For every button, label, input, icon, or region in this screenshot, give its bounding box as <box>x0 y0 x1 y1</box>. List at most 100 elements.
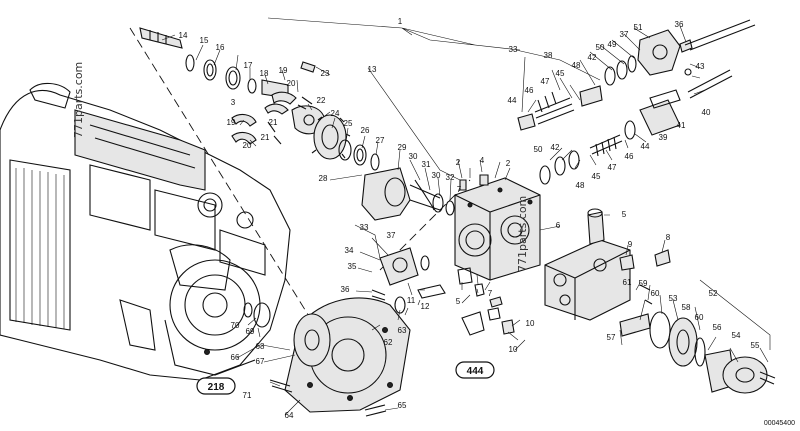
part-label-42: 42 <box>588 53 597 62</box>
part-label-32: 32 <box>446 173 455 182</box>
part-label-9: 9 <box>628 240 633 249</box>
part-label-8: 8 <box>666 233 671 242</box>
part-label-36-2: 36 <box>341 285 350 294</box>
part-label-4: 4 <box>480 156 485 165</box>
part-label-12: 12 <box>421 302 430 311</box>
radiator-fins <box>9 159 71 331</box>
part-label-18: 18 <box>260 69 269 78</box>
part-label-20-2: 20 <box>243 141 252 150</box>
part-label-65: 65 <box>398 401 407 410</box>
part-label-33-2: 33 <box>360 223 369 232</box>
part-label-31: 31 <box>422 160 431 169</box>
part-label-44-2: 44 <box>641 142 650 151</box>
part-label-48-2: 48 <box>576 181 585 190</box>
drawing-number: 00045400 <box>764 420 795 427</box>
part-label-41: 41 <box>677 121 686 130</box>
part-label-20: 20 <box>287 79 296 88</box>
valve-spool-group <box>517 19 756 185</box>
valve-block <box>544 208 671 321</box>
leader-lines <box>161 17 771 416</box>
part-label-66: 66 <box>231 353 240 362</box>
watermark-center: 771parts.com <box>516 196 529 272</box>
part-label-50-2: 50 <box>534 145 543 154</box>
assembly-axis-line <box>129 27 331 351</box>
part-label-7-2: 7 <box>488 289 493 298</box>
part-label-71: 71 <box>243 391 252 400</box>
gear-bearing-group <box>311 114 455 221</box>
part-label-49: 49 <box>608 40 617 49</box>
part-label-21-2: 21 <box>261 133 270 142</box>
watermark-left: 771parts.com <box>72 62 85 138</box>
part-label-52: 52 <box>709 289 718 298</box>
part-label-50: 50 <box>596 43 605 52</box>
part-label-45: 45 <box>556 69 565 78</box>
part-label-35: 35 <box>348 262 357 271</box>
part-label-56: 56 <box>713 323 722 332</box>
part-label-7: 7 <box>457 185 462 194</box>
output-flange-group <box>619 284 776 394</box>
part-label-36: 36 <box>675 20 684 29</box>
part-label-68: 68 <box>256 342 265 351</box>
part-label-16: 16 <box>216 43 225 52</box>
part-label-47-2: 47 <box>608 163 617 172</box>
part-label-25: 25 <box>344 119 353 128</box>
part-label-39: 39 <box>659 133 668 142</box>
engine-block <box>0 82 291 381</box>
part-label-33: 33 <box>509 45 518 54</box>
part-label-29: 29 <box>398 143 407 152</box>
part-label-62: 62 <box>384 338 393 347</box>
part-label-10-2: 10 <box>509 345 518 354</box>
part-label-53: 53 <box>669 294 678 303</box>
svg-text:218: 218 <box>208 382 225 393</box>
part-label-46: 46 <box>525 86 534 95</box>
part-label-43: 43 <box>696 62 705 71</box>
part-label-26: 26 <box>361 126 370 135</box>
part-label-28: 28 <box>319 174 328 183</box>
part-label-47: 47 <box>541 77 550 86</box>
part-label-24: 24 <box>331 109 340 118</box>
part-label-6: 6 <box>556 221 561 230</box>
part-label-5-2: 5 <box>456 297 461 306</box>
part-label-58: 58 <box>682 303 691 312</box>
part-label-61: 61 <box>623 278 632 287</box>
part-label-44: 44 <box>508 96 517 105</box>
part-label-37: 37 <box>387 231 396 240</box>
part-label-51: 51 <box>634 23 643 32</box>
part-label-37-2: 37 <box>620 30 629 39</box>
part-label-13: 13 <box>368 65 377 74</box>
part-label-21: 21 <box>269 118 278 127</box>
part-label-60: 60 <box>651 289 660 298</box>
part-label-30: 30 <box>409 152 418 161</box>
part-label-63: 63 <box>398 326 407 335</box>
part-label-23: 23 <box>321 69 330 78</box>
part-label-27: 27 <box>376 136 385 145</box>
part-label-34: 34 <box>345 246 354 255</box>
part-label-19-2: 19 <box>227 118 236 127</box>
input-flange-group <box>243 247 515 417</box>
part-label-11: 11 <box>407 296 416 305</box>
svg-text:444: 444 <box>467 366 484 377</box>
part-label-14: 14 <box>179 31 188 40</box>
part-label-2-2: 2 <box>506 159 511 168</box>
part-label-3: 3 <box>231 98 236 107</box>
part-label-64: 64 <box>285 411 294 420</box>
part-label-69: 69 <box>246 327 255 336</box>
part-label-10: 10 <box>526 319 535 328</box>
part-label-15: 15 <box>200 36 209 45</box>
part-label-19: 19 <box>279 66 288 75</box>
reference-badge-218: 218 <box>196 377 236 395</box>
pump-housing <box>454 174 541 281</box>
part-label-48: 48 <box>572 61 581 70</box>
part-label-59: 59 <box>639 279 648 288</box>
part-label-57: 57 <box>607 333 616 342</box>
part-label-70: 70 <box>231 321 240 330</box>
part-label-46-2: 46 <box>625 152 634 161</box>
part-label-42-2: 42 <box>551 143 560 152</box>
part-label-22: 22 <box>317 96 326 105</box>
part-label-30-2: 30 <box>432 171 441 180</box>
part-label-60-2: 60 <box>695 313 704 322</box>
part-label-1: 1 <box>398 17 403 26</box>
part-label-67: 67 <box>256 357 265 366</box>
part-label-5: 5 <box>622 210 627 219</box>
